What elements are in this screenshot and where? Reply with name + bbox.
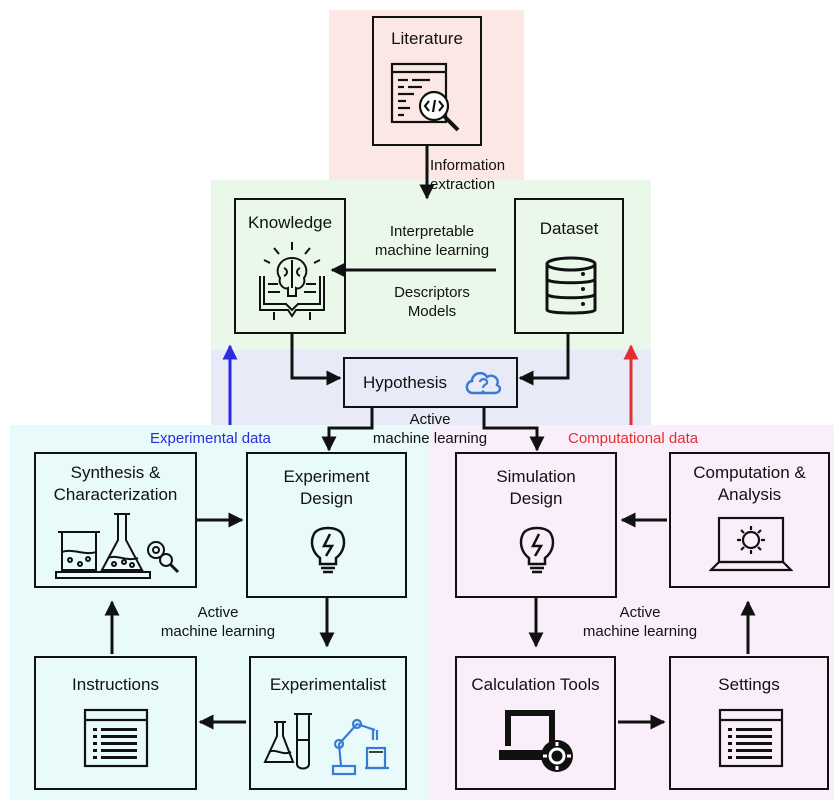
literature-box: Literature [372, 16, 482, 146]
simulation-design-box: Simulation Design [455, 452, 617, 598]
label-active-ml-right-line2: machine learning [582, 623, 698, 640]
label-information-extraction-line1: Information [430, 157, 506, 174]
instructions-title: Instructions [72, 675, 159, 694]
synthesis-title-line1: Synthesis & [70, 463, 161, 482]
experimentalist-title: Experimentalist [269, 675, 387, 694]
calculation-tools-box: Calculation Tools [455, 656, 616, 790]
arrow-knowledge-to-hypothesis [290, 334, 342, 386]
label-active-ml-left-line1: Active [197, 604, 239, 621]
computation-title-line2: Analysis [717, 485, 782, 504]
document-list-icon [83, 708, 149, 768]
instructions-box: Instructions [34, 656, 197, 790]
database-icon [545, 256, 597, 315]
label-models: Models [407, 303, 457, 320]
label-information-extraction: Information extraction [430, 156, 505, 194]
open-book-brain-icon [259, 242, 325, 320]
knowledge-box: Knowledge [234, 198, 346, 334]
computation-title-line1: Computation & [693, 463, 806, 482]
synthesis-box: Synthesis & Characterization [34, 452, 197, 588]
laptop-gear-icon [709, 516, 793, 572]
experiment-design-title-line1: Experiment [283, 467, 370, 486]
arrow-dataset-to-hypothesis [518, 334, 570, 386]
label-descriptors: Descriptors [394, 284, 470, 301]
label-active-ml-top-line2: machine learning [372, 430, 488, 447]
simulation-design-title-line2: Design [509, 489, 563, 508]
laptop-settings-icon [499, 710, 573, 772]
dataset-title: Dataset [539, 219, 599, 238]
settings-title: Settings [718, 675, 780, 694]
lab-glassware-icon [55, 513, 180, 579]
label-interpretable-ml-line2: machine learning [374, 242, 490, 259]
label-computational-data: Computational data [568, 430, 699, 447]
cloud-question-icon [465, 371, 502, 395]
calculation-tools-title: Calculation Tools [471, 675, 600, 694]
simulation-design-title-line1: Simulation [496, 467, 576, 486]
hypothesis-region [211, 350, 651, 425]
experiment-design-box: Experiment Design [246, 452, 407, 598]
label-active-ml-left: Active machine learning [143, 603, 293, 641]
experiment-design-title-line2: Design [300, 489, 353, 508]
synthesis-title-line2: Characterization [53, 485, 178, 504]
arrow-hypothesis-to-simulation [482, 408, 545, 452]
experimental-region [10, 425, 430, 800]
lightbulb-icon [519, 526, 555, 574]
literature-title: Literature [391, 29, 463, 48]
document-search-icon [390, 62, 460, 132]
flask-robot-arm-icon [263, 713, 389, 776]
label-active-ml-right: Active machine learning [565, 603, 715, 641]
knowledge-title: Knowledge [247, 213, 333, 232]
label-experimental-data: Experimental data [150, 430, 271, 447]
experimentalist-box: Experimentalist [249, 656, 407, 790]
label-interpretable-ml-line1: Interpretable [389, 223, 475, 240]
lightbulb-icon [310, 526, 346, 574]
label-interpretable-ml: Interpretable machine learning [352, 222, 512, 260]
label-active-ml-right-line1: Active [619, 604, 661, 621]
hypothesis-title: Hypothesis [362, 373, 448, 392]
label-information-extraction-line2: extraction [430, 176, 496, 193]
label-active-ml-top-line1: Active [409, 411, 451, 428]
label-active-ml-left-line2: machine learning [160, 623, 276, 640]
arrow-hypothesis-to-experiment [321, 408, 374, 452]
hypothesis-box: Hypothesis [343, 357, 518, 408]
knowledge-region [211, 180, 651, 350]
document-list-icon [718, 708, 784, 768]
dataset-box: Dataset [514, 198, 624, 334]
computation-box: Computation & Analysis [669, 452, 830, 588]
label-descriptors-models: Descriptors Models [352, 283, 512, 321]
settings-box: Settings [669, 656, 829, 790]
label-active-ml-top: Active machine learning [355, 410, 505, 448]
